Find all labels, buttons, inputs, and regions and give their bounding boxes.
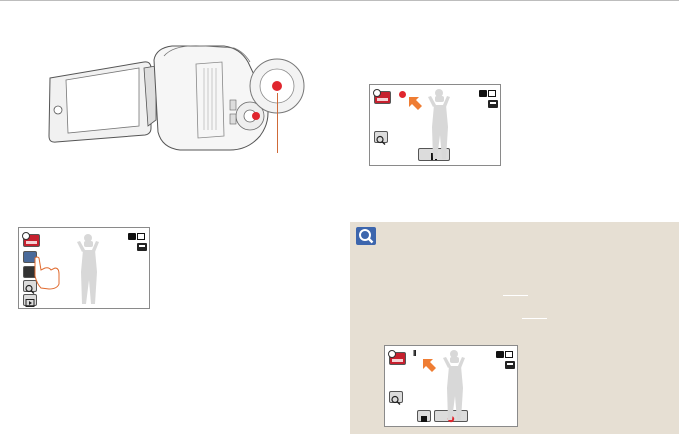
person-lifting-child-silhouette [428,89,450,159]
tip-box: II [350,222,679,434]
video-mode-icon [388,350,406,365]
video-mode-icon [373,89,391,104]
pause-indicator: II [413,349,417,358]
page-top-rule [0,0,679,1]
battery-icon [496,351,513,358]
memory-card-icon [137,243,147,251]
stop-button-icon [421,416,427,422]
tap-arrow-icon [409,97,422,110]
memory-card-icon [488,100,498,108]
zoom-icon[interactable] [389,391,403,405]
lcd-screen-recording [369,84,501,166]
record-indicator-icon [399,91,406,98]
record-button-callout-dot [275,84,280,89]
zoom-icon[interactable] [23,280,37,294]
battery-icon [479,90,496,97]
tap-arrow-icon [423,359,436,372]
battery-icon [128,233,145,240]
touch-hand-icon [34,256,60,290]
record-button-callout-line [277,93,278,153]
playback-icon[interactable] [23,294,37,307]
stop-button[interactable] [417,410,431,422]
tip-underline-2 [522,318,547,319]
lcd-screen-standby [18,227,150,309]
video-mode-icon [22,232,40,247]
tip-underline-1 [503,295,528,296]
memory-card-icon [505,361,515,369]
lcd-screen-paused: II [384,345,518,427]
person-lifting-child-silhouette [77,234,99,304]
camcorder-illustration [48,45,305,151]
person-lifting-child-silhouette [443,350,465,420]
magnifier-icon [356,227,376,245]
zoom-icon[interactable] [374,131,388,145]
